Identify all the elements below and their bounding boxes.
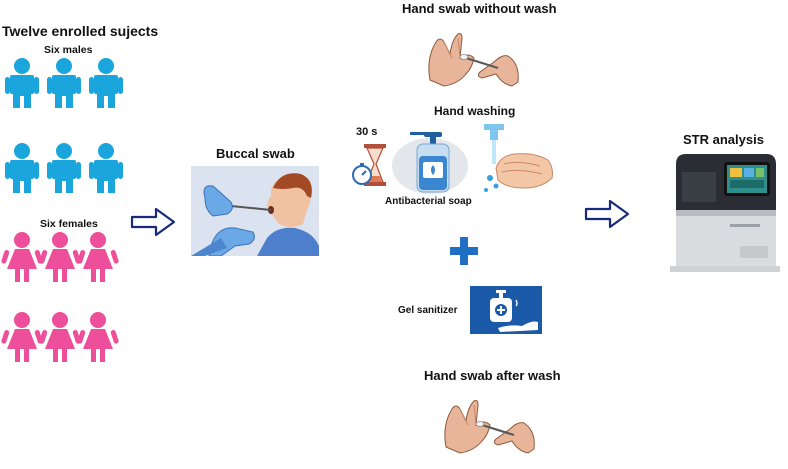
arrow-right-icon — [584, 198, 632, 230]
female-person-icon — [77, 232, 119, 282]
swab-after-wash-title: Hand swab after wash — [424, 368, 561, 383]
subjects-title: Twelve enrolled sujects — [2, 23, 158, 39]
male-person-icon — [47, 58, 81, 108]
arrow-right-icon — [130, 206, 178, 238]
soap-label: Antibacterial soap — [385, 196, 472, 207]
females-group — [0, 232, 130, 387]
str-analysis-title: STR analysis — [683, 132, 764, 147]
male-person-icon — [5, 58, 39, 108]
female-person-icon — [39, 312, 81, 362]
hand-swab-without-wash-illustration — [422, 25, 522, 91]
female-person-icon — [39, 232, 81, 282]
males-label: Six males — [44, 44, 92, 56]
female-person-icon — [1, 312, 43, 362]
males-group — [0, 58, 130, 213]
male-person-icon — [89, 58, 123, 108]
buccal-swab-illustration — [191, 166, 319, 256]
str-analyzer-icon — [670, 150, 780, 274]
female-person-icon — [1, 232, 43, 282]
buccal-swab-title: Buccal swab — [216, 146, 295, 161]
females-label: Six females — [40, 218, 98, 230]
timer-icon — [350, 162, 374, 186]
female-person-icon — [77, 312, 119, 362]
soap-bottle-icon — [390, 128, 470, 196]
plus-icon — [449, 236, 479, 266]
male-person-icon — [89, 143, 123, 193]
hand-washing-title: Hand washing — [434, 104, 515, 118]
timer-label: 30 s — [356, 126, 377, 138]
gel-sanitizer-label: Gel sanitizer — [398, 305, 457, 316]
gel-sanitizer-icon — [470, 286, 542, 334]
male-person-icon — [47, 143, 81, 193]
hand-swab-after-wash-illustration — [438, 392, 538, 458]
male-person-icon — [5, 143, 39, 193]
swab-without-wash-title: Hand swab without wash — [402, 1, 557, 16]
faucet-icon — [482, 122, 554, 196]
